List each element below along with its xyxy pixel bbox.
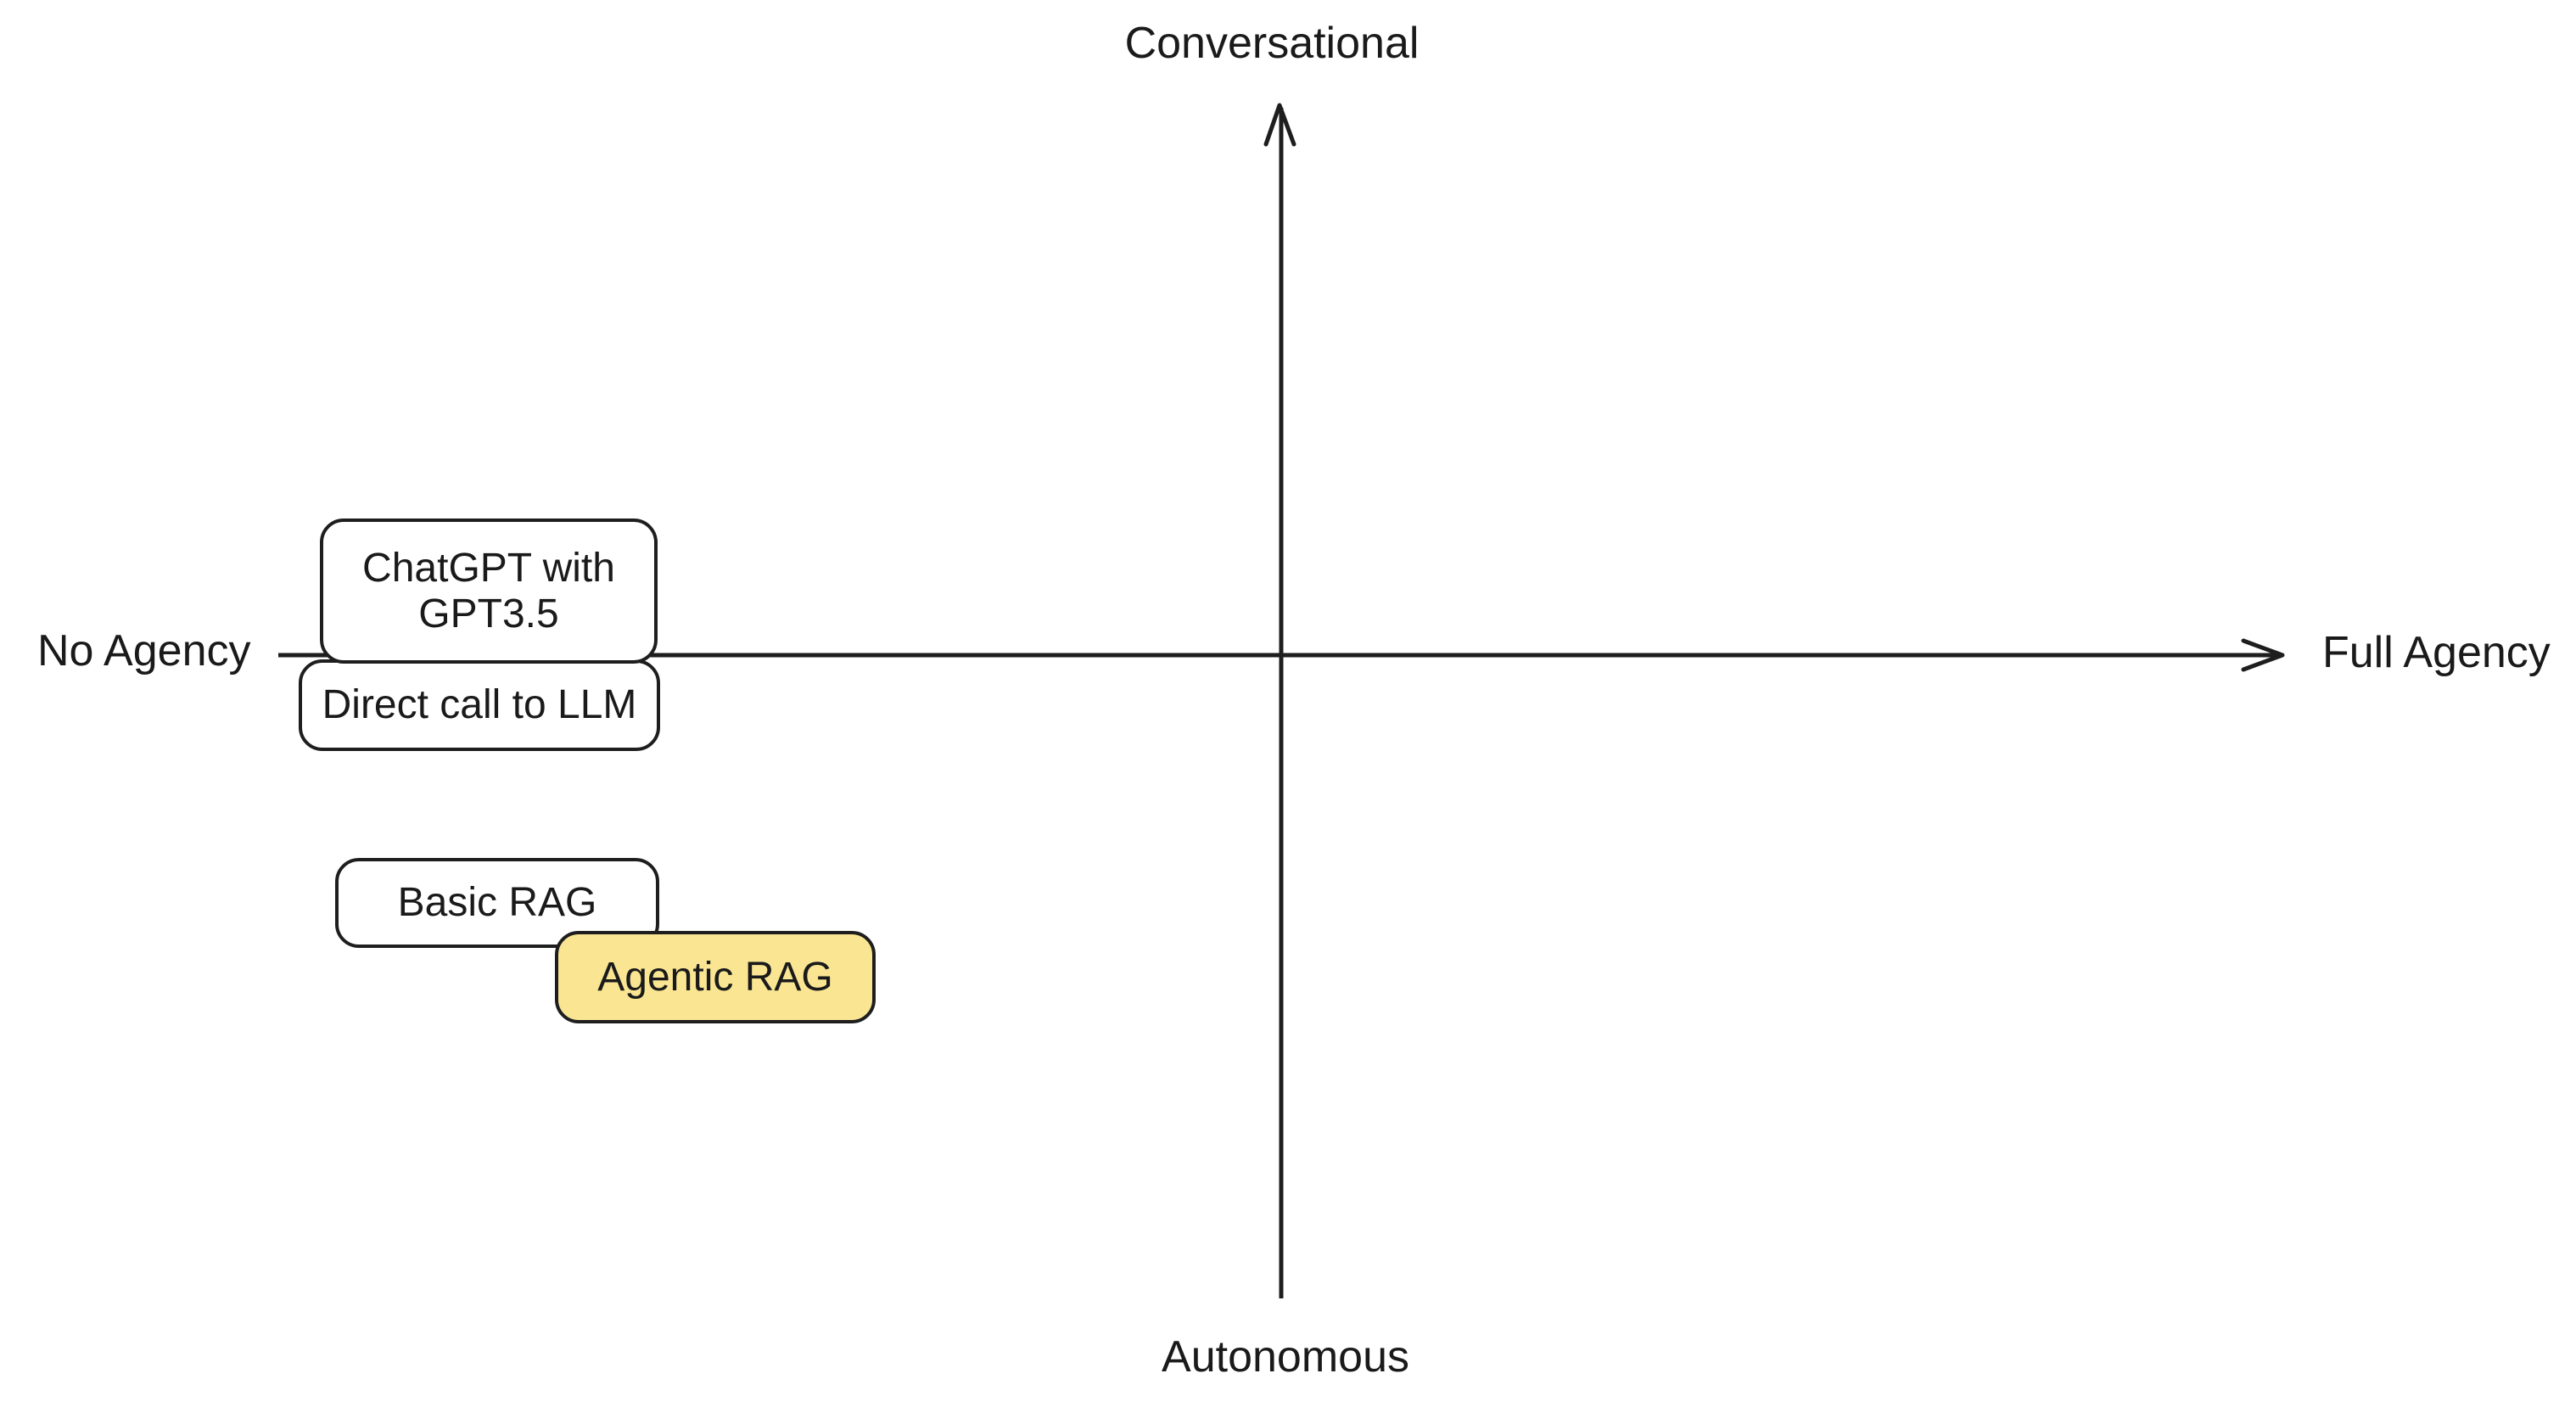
node-direct-label: Direct call to LLM xyxy=(322,682,637,728)
axis-label-top: Conversational xyxy=(1124,19,1420,68)
node-chatgpt-label-line1: ChatGPT with xyxy=(362,545,615,591)
node-direct-call-to-llm: Direct call to LLM xyxy=(299,659,660,751)
node-agentic-rag: Agentic RAG xyxy=(555,931,876,1023)
node-chatgpt-label-line2: GPT3.5 xyxy=(418,591,559,636)
node-basic-rag: Basic RAG xyxy=(335,858,659,948)
axis-label-right: Full Agency xyxy=(2322,628,2551,677)
axis-label-left: No Agency xyxy=(37,626,251,675)
node-agentic-label: Agentic RAG xyxy=(597,954,833,1000)
up-arrowhead-icon xyxy=(1263,103,1296,147)
axis-label-bottom: Autonomous xyxy=(1162,1332,1409,1382)
right-arrowhead-icon xyxy=(2241,638,2285,672)
node-basic-label: Basic RAG xyxy=(397,880,597,926)
node-chatgpt-with-gpt35: ChatGPT with GPT3.5 xyxy=(320,519,658,664)
